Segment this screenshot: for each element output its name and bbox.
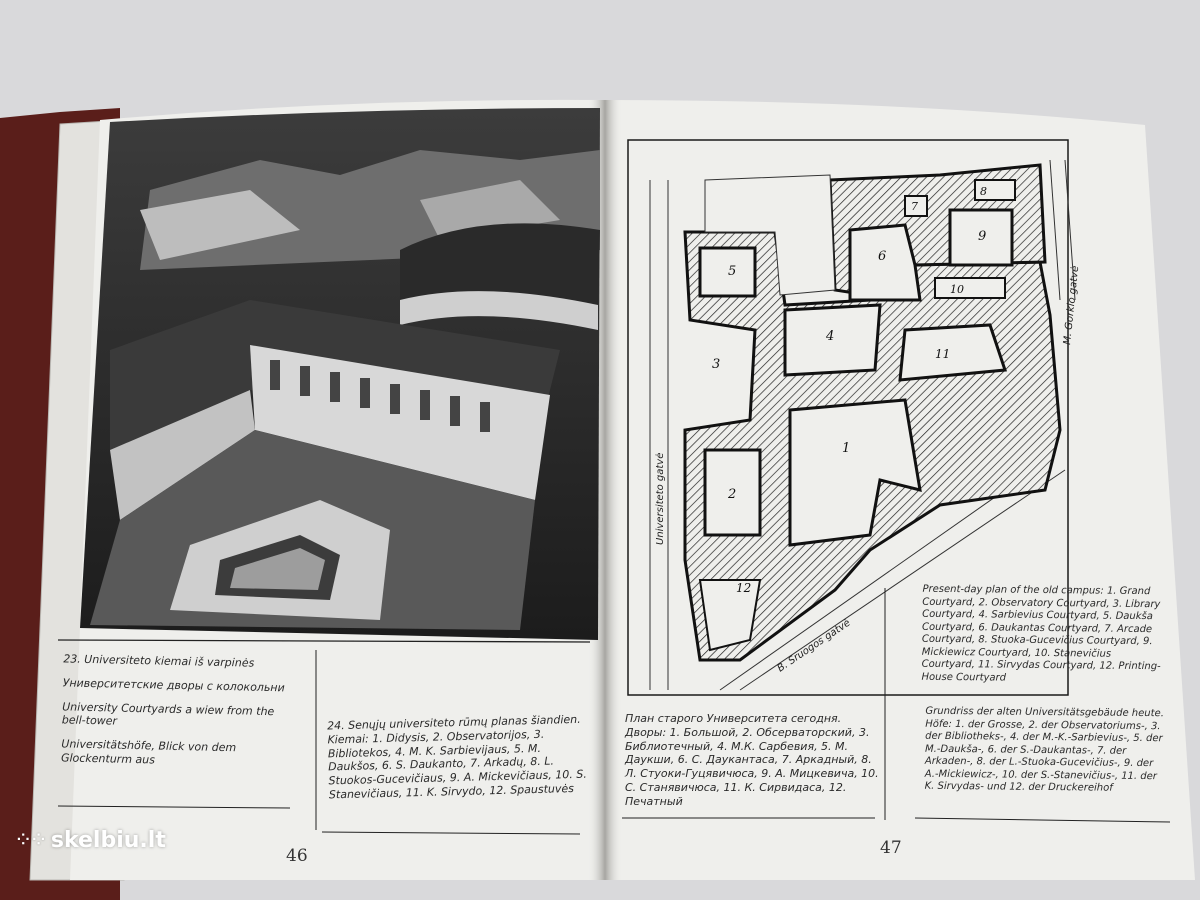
plan-label-6: 6	[878, 249, 886, 264]
caption-bottom-rule-left	[57, 805, 291, 809]
campus-plan	[627, 139, 1076, 696]
watermark-dots-icon: ⁘⁘	[14, 828, 48, 853]
page-number-right: 47	[880, 838, 902, 858]
watermark-text: skelbiu.lt	[50, 828, 166, 853]
caption-bottom-rule-mid	[321, 831, 581, 835]
caption-23-en: University Courtyards a wiew from the be…	[61, 699, 275, 728]
plan-label-10: 10	[950, 283, 964, 296]
page-number-left: 46	[286, 846, 308, 866]
caption-23-de: Universitätshöfe, Blick von dem Glockent…	[60, 737, 237, 767]
plan-label-9: 9	[978, 229, 986, 244]
plan-label-8: 8	[980, 185, 987, 198]
plan-label-11: 11	[935, 347, 950, 361]
street-universiteto: Universiteto gatvė	[655, 453, 666, 545]
plan-label-2: 2	[727, 487, 736, 502]
plan-label-12: 12	[736, 581, 751, 595]
plan-label-1: 1	[842, 441, 850, 456]
plan-label-5: 5	[728, 264, 736, 279]
caption-23: 23. Universiteto kiemai iš varpinės Унив…	[61, 652, 299, 780]
caption-bottom-rule-far	[914, 817, 1171, 823]
plan-label-4: 4	[825, 329, 834, 344]
plan-label-3: 3	[712, 357, 720, 372]
caption-rule-left	[57, 639, 591, 643]
caption-24-de: Grundriss der alten Universitätsgebäude …	[924, 705, 1164, 794]
caption-23-ru: Университетские дворы с колокольни	[62, 676, 285, 695]
caption-24-en: Present-day plan of the old campus: 1. G…	[921, 583, 1161, 684]
watermark-logo: ⁘⁘ skelbiu.lt	[14, 828, 166, 853]
plan-label-7: 7	[911, 200, 918, 213]
caption-24-ru: План старого Университета сегодня. Дворы…	[625, 712, 879, 808]
aerial-photo	[80, 108, 600, 640]
caption-24-lt: 24. Senųjų universiteto rūmų planas šian…	[326, 712, 587, 802]
